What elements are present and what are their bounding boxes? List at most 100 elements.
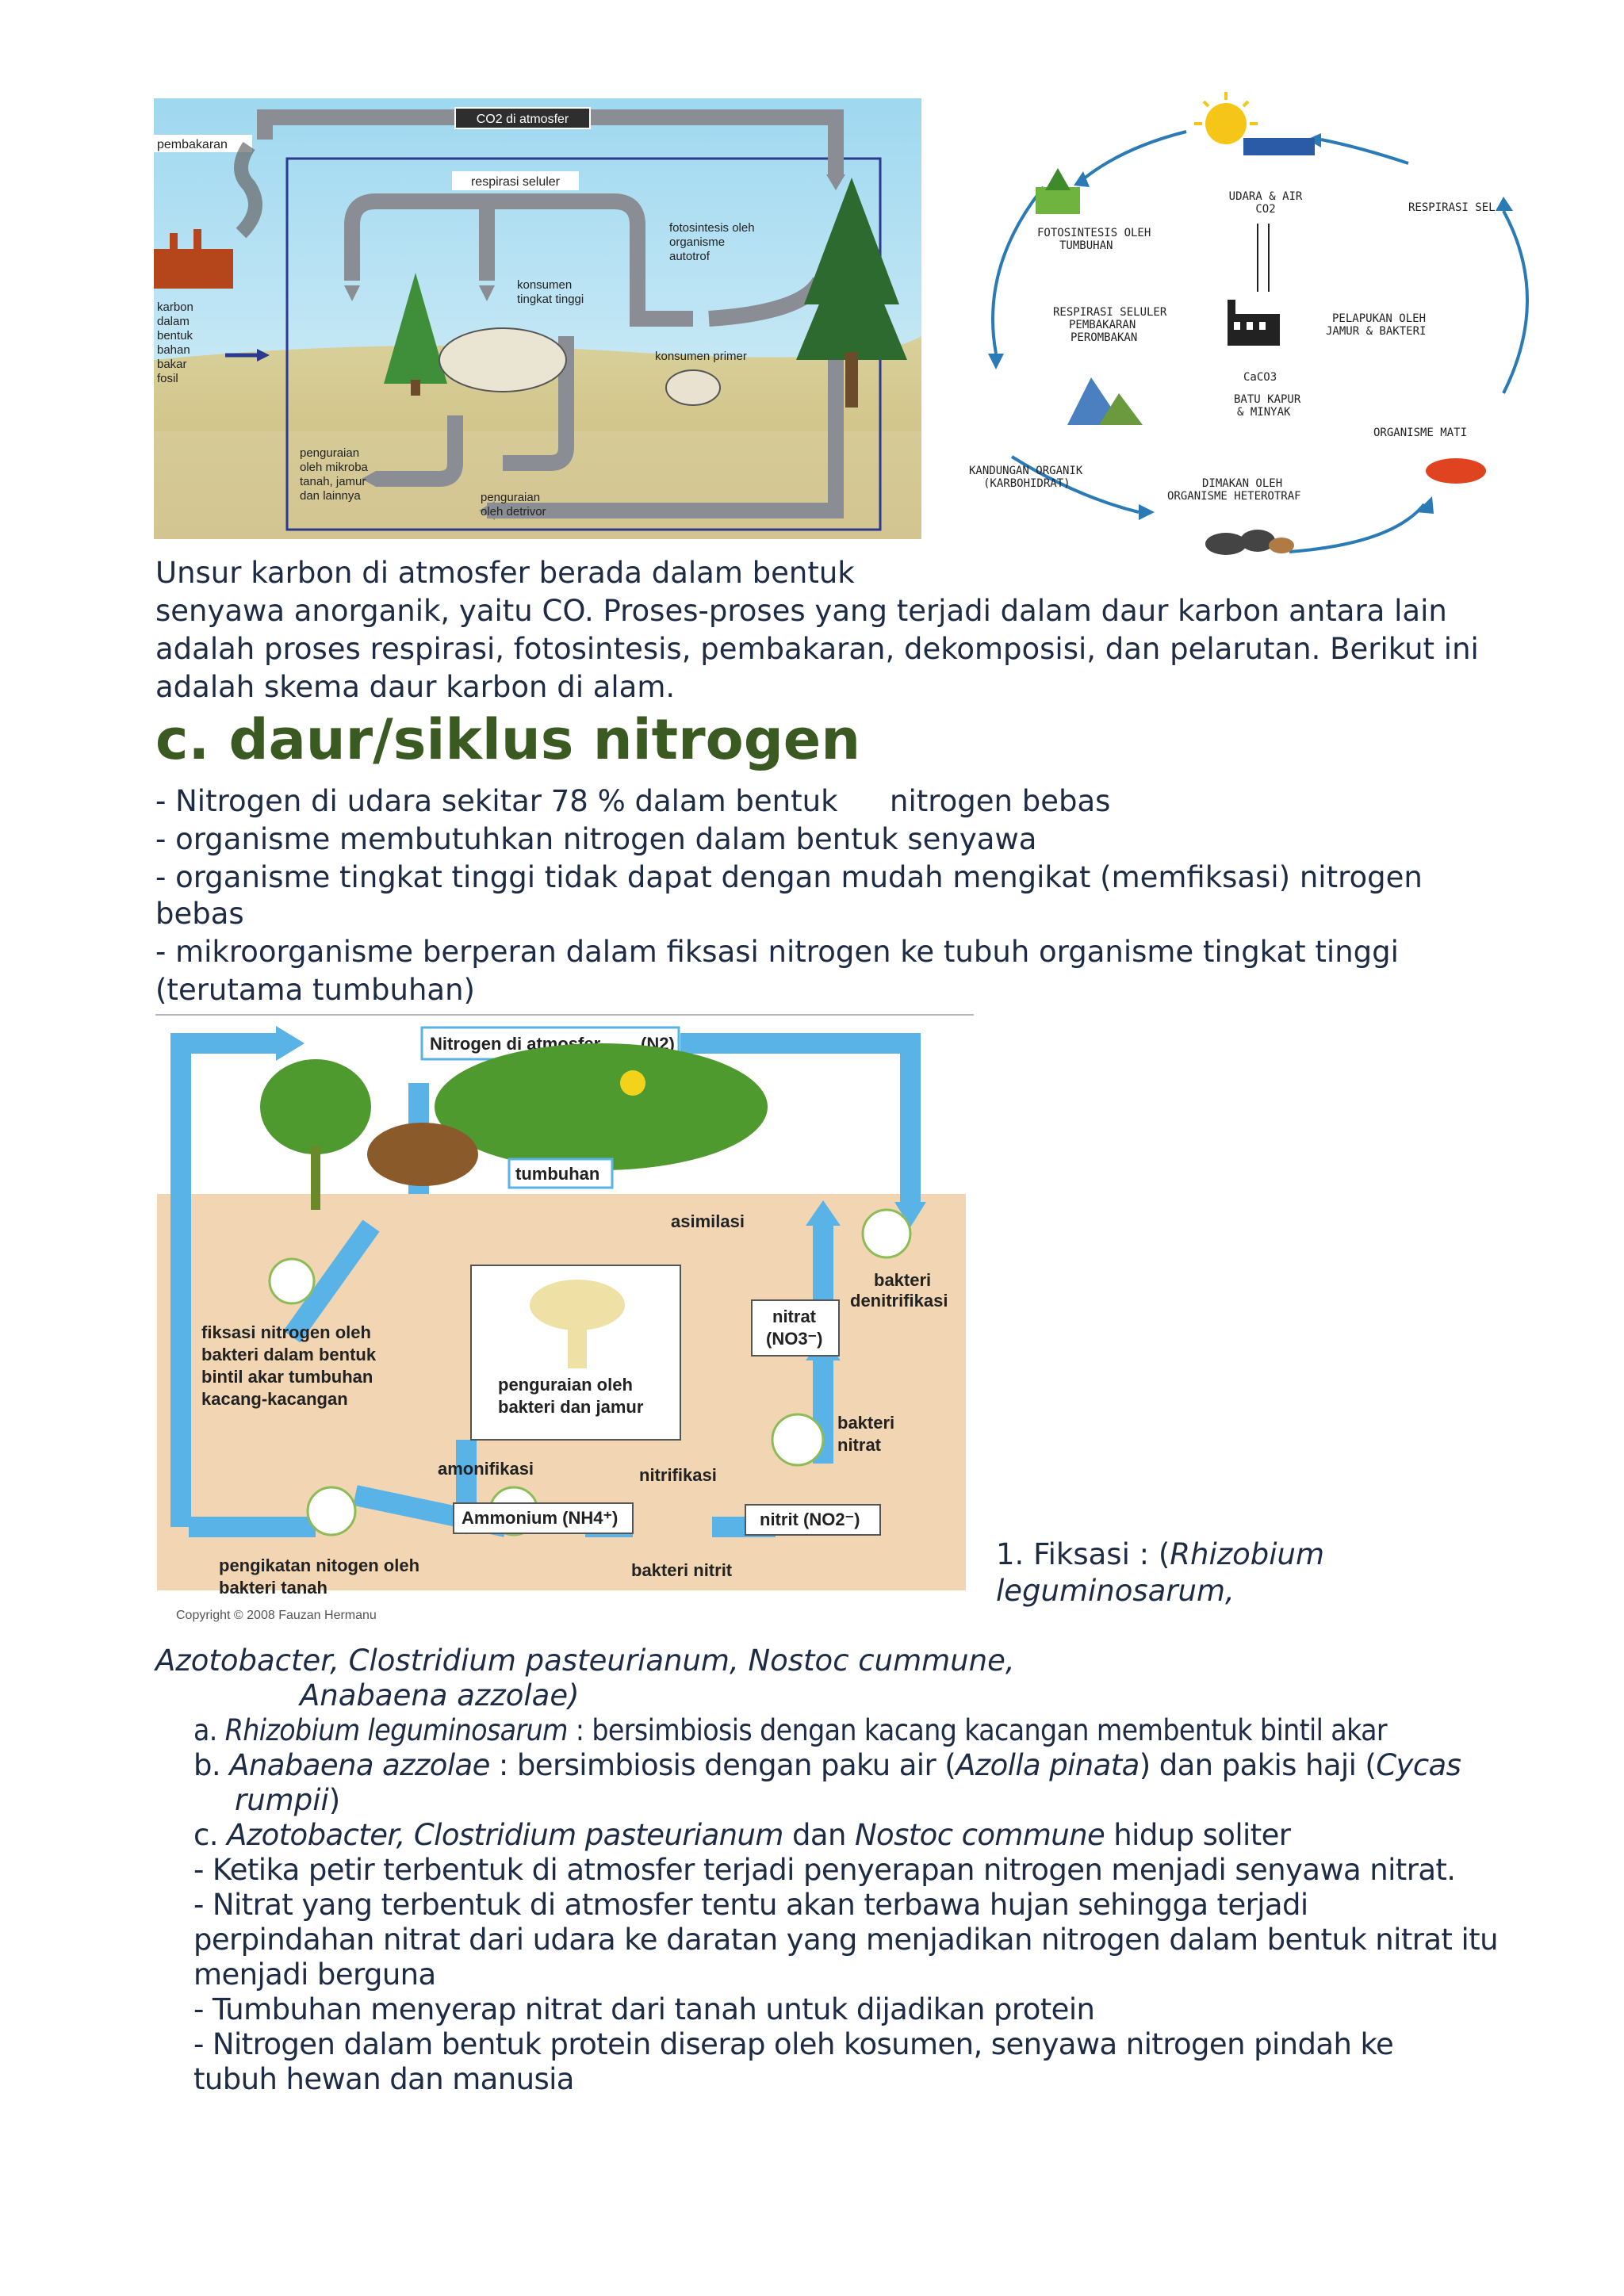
fiksasi-heading: 1. Fiksasi : (Rhizobium <box>996 1536 1324 1573</box>
svg-text:DIMAKAN OLEH: DIMAKAN OLEH <box>1202 477 1282 490</box>
bullet-1-end: nitrogen bebas <box>890 783 1110 820</box>
fiksasi-line2: Azotobacter, Clostridium pasteurianum, N… <box>155 1643 1015 1679</box>
svg-text:bakteri: bakteri <box>837 1413 894 1433</box>
fiksasi-label-text: 1. Fiksasi : ( <box>996 1537 1170 1571</box>
list-dash-1: - Ketika petir terbentuk di atmosfer ter… <box>193 1852 1455 1888</box>
svg-text:pengikatan nitogen oleh: pengikatan nitogen oleh <box>219 1556 419 1575</box>
fiksasi-line3: Anabaena azzolae) <box>300 1678 580 1714</box>
svg-text:karbon: karbon <box>157 300 193 314</box>
svg-text:tanah, jamur: tanah, jamur <box>300 475 366 488</box>
svg-text:oleh mikroba: oleh mikroba <box>300 461 369 474</box>
svg-text:fosil: fosil <box>157 372 178 385</box>
svg-text:penguraian oleh: penguraian oleh <box>498 1375 633 1395</box>
svg-text:fiksasi nitrogen oleh: fiksasi nitrogen oleh <box>201 1322 371 1342</box>
list-dash-4: - Nitrogen dalam bentuk protein diserap … <box>193 2026 1393 2063</box>
caco3-label: CaCO3 <box>1243 371 1277 384</box>
svg-text:organisme: organisme <box>669 235 725 249</box>
svg-text:denitrifikasi: denitrifikasi <box>850 1291 948 1311</box>
list-item-a: a. Rhizobium leguminosarum : bersimbiosi… <box>193 1712 1387 1749</box>
co2-label: CO2 di atmosfer <box>477 113 569 126</box>
pelapukan-label: PELAPUKAN OLEH JAMUR & BAKTERI <box>1326 312 1426 338</box>
svg-text:bakteri tanah: bakteri tanah <box>219 1578 327 1598</box>
mountain-icon <box>1067 377 1143 425</box>
respirasi-seluler-label: RESPIRASI SELULER PEMBAKARAN PEROMBAKAN <box>1053 306 1167 344</box>
konsumen-primer-label: konsumen primer <box>655 350 747 363</box>
batu-kapur-label: BATU KAPUR & MINYAK <box>1234 393 1301 419</box>
svg-text:KANDUNGAN ORGANIK: KANDUNGAN ORGANIK <box>969 465 1083 477</box>
svg-text:TUMBUHAN: TUMBUHAN <box>1059 239 1113 252</box>
organisme-mati-label: ORGANISME MATI <box>1373 427 1467 439</box>
kandungan-label: KANDUNGAN ORGANIK (KARBOHIDRAT) <box>969 465 1083 490</box>
lynx-icon <box>439 328 566 392</box>
udara-air-label: UDARA & AIR <box>1229 190 1303 203</box>
carbon-text-line3: adalah proses respirasi, fotosintesis, p… <box>155 631 1479 668</box>
ammonium-label: Ammonium (NH4⁺) <box>462 1508 618 1528</box>
svg-text:(NO3⁻): (NO3⁻) <box>766 1329 823 1349</box>
svg-text:bentuk: bentuk <box>157 329 193 342</box>
list-dash-3: - Tumbuhan menyerap nitrat dari tanah un… <box>193 1992 1094 2028</box>
asimilasi-label: asimilasi <box>671 1211 745 1231</box>
penguraian-detrivor-label: penguraian oleh detrivor <box>481 491 546 519</box>
svg-text:bintil akar tumbuhan: bintil akar tumbuhan <box>201 1367 373 1387</box>
nitrogen-cycle-diagram: Nitrogen di atmosfer (N2) tumbuhan asimi… <box>157 1020 966 1630</box>
svg-text:bakteri: bakteri <box>874 1270 931 1290</box>
svg-text:PEROMBAKAN: PEROMBAKAN <box>1071 331 1137 344</box>
nitrit-label: nitrit (NO2⁻) <box>760 1510 860 1529</box>
rhizobium-text: Rhizobium <box>1170 1537 1324 1571</box>
svg-text:(KARBOHIDRAT): (KARBOHIDRAT) <box>983 477 1071 490</box>
svg-text:FOTOSINTESIS OLEH: FOTOSINTESIS OLEH <box>1037 227 1151 239</box>
carbon-cycle-circle-diagram: UDARA & AIR CO2 FOTOSINTESIS OLEH TUMBUH… <box>948 92 1551 568</box>
bullet-2: - organisme membutuhkan nitrogen dalam b… <box>155 821 1036 858</box>
svg-text:PEMBAKARAN: PEMBAKARAN <box>1069 319 1136 331</box>
fish-icon <box>1426 458 1486 484</box>
respirasi-label: respirasi seluler <box>471 175 561 189</box>
amonifikasi-label: amonifikasi <box>438 1459 534 1479</box>
svg-text:bakteri dalam bentuk: bakteri dalam bentuk <box>201 1345 377 1364</box>
plant-icon <box>1036 168 1080 214</box>
co2-cycle-label: CO2 <box>1255 203 1275 216</box>
fotosintesis-tumbuhan-label: FOTOSINTESIS OLEH TUMBUHAN <box>1037 227 1151 252</box>
animals-icon <box>1205 530 1294 555</box>
dimakan-label: DIMAKAN OLEH ORGANISME HETEROTRAF <box>1167 477 1301 503</box>
list-item-b-cont: rumpii) <box>235 1782 340 1819</box>
list-dash-2-cont: perpindahan nitrat dari udara ke daratan… <box>193 1922 1498 1958</box>
svg-text:ORGANISME HETEROTRAF: ORGANISME HETEROTRAF <box>1167 490 1301 503</box>
svg-text:PELAPUKAN OLEH: PELAPUKAN OLEH <box>1332 312 1426 325</box>
copyright-label: Copyright © 2008 Fauzan Hermanu <box>176 1609 377 1622</box>
rabbit-icon <box>666 370 720 405</box>
svg-text:dan lainnya: dan lainnya <box>300 489 361 503</box>
bullet-4-cont: (terutama tumbuhan) <box>155 972 475 1008</box>
list-item-b: b. Anabaena azzolae : bersimbiosis denga… <box>193 1747 1461 1784</box>
svg-text:penguraian: penguraian <box>300 446 359 460</box>
tumbuhan-label: tumbuhan <box>515 1164 599 1184</box>
svg-text:tingkat tinggi: tingkat tinggi <box>517 293 584 306</box>
svg-text:autotrof: autotrof <box>669 250 710 263</box>
pembakaran-label: pembakaran <box>157 138 228 151</box>
svg-text:konsumen: konsumen <box>517 278 572 292</box>
bullet-3-cont: bebas <box>155 896 244 932</box>
list-dash-4-cont: tubuh hewan dan manusia <box>193 2061 574 2098</box>
pumpkin-plant-icon <box>435 1043 768 1170</box>
mole-icon <box>367 1123 478 1186</box>
bakteri-nitrit-label: bakteri nitrit <box>631 1560 733 1580</box>
factory-icon <box>1228 300 1280 346</box>
svg-text:& MINYAK: & MINYAK <box>1237 406 1291 419</box>
svg-text:bakteri dan jamur: bakteri dan jamur <box>498 1397 644 1417</box>
svg-text:nitrat: nitrat <box>837 1435 882 1455</box>
section-heading: c. daur/siklus nitrogen <box>155 708 860 771</box>
list-item-c: c. Azotobacter, Clostridium pasteurianum… <box>193 1817 1290 1854</box>
svg-text:RESPIRASI SELULER: RESPIRASI SELULER <box>1053 306 1167 319</box>
carbon-text-line4: adalah skema daur karbon di alam. <box>155 669 675 706</box>
svg-text:nitrat: nitrat <box>772 1307 817 1326</box>
svg-text:penguraian: penguraian <box>481 491 540 504</box>
list-dash-2: - Nitrat yang terbentuk di atmosfer tent… <box>193 1887 1308 1923</box>
carbon-cycle-diagram: CO2 di atmosfer respirasi seluler pembak… <box>154 98 921 539</box>
bullet-4: - mikroorganisme berperan dalam fiksasi … <box>155 934 1399 970</box>
svg-text:oleh detrivor: oleh detrivor <box>481 505 546 519</box>
svg-text:JAMUR & BAKTERI: JAMUR & BAKTERI <box>1326 325 1426 338</box>
svg-text:kacang-kacangan: kacang-kacangan <box>201 1389 348 1409</box>
list-dash-2-cont2: menjadi berguna <box>193 1957 436 1993</box>
svg-text:bahan: bahan <box>157 343 190 357</box>
bullet-3: - organisme tingkat tinggi tidak dapat d… <box>155 859 1423 896</box>
carbon-text-line1: Unsur karbon di atmosfer berada dalam be… <box>155 555 855 591</box>
